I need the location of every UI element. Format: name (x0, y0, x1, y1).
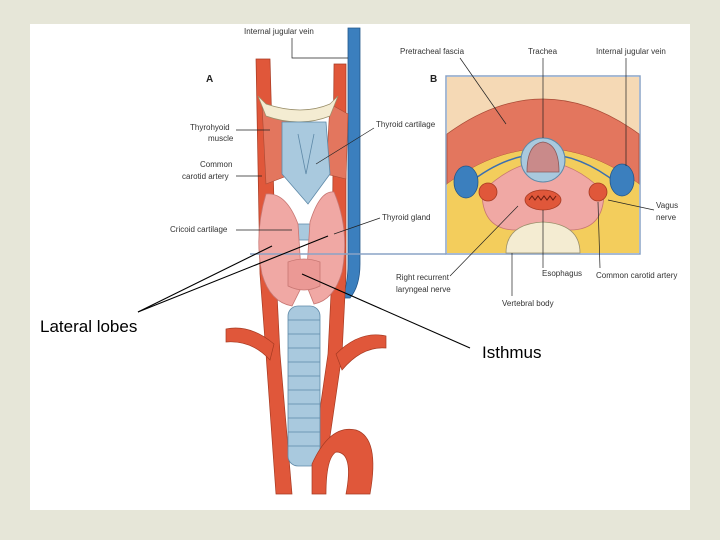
label-internal-jugular-vein-b: Internal jugular vein (596, 47, 666, 56)
panel-a-illustration (225, 27, 387, 495)
panel-a-label: A (206, 74, 213, 85)
label-common-carotid-2: carotid artery (182, 172, 229, 181)
hyoid-bone (257, 95, 339, 123)
subclavian-artery-left (335, 334, 387, 371)
thyroid-cartilage (281, 121, 331, 205)
leader-isthmus (301, 273, 471, 349)
subclavian-artery-right (225, 327, 275, 361)
label-thyroid-cartilage: Thyroid cartilage (376, 120, 436, 129)
common-carotid-right-section (478, 182, 498, 202)
leader-right-recurrent (449, 205, 519, 277)
label-esophagus: Esophagus (542, 269, 582, 278)
label-vagus-2: nerve (656, 213, 677, 222)
label-internal-jugular-vein-a: Internal jugular vein (244, 27, 314, 36)
leader-vagus (607, 199, 655, 211)
label-vagus-1: Vagus (656, 201, 678, 210)
thyroid-cartilage-notch (297, 133, 315, 175)
label-thyrohyoid-1: Thyrohyoid (190, 123, 230, 132)
aortic-arch (311, 428, 374, 495)
label-right-recurrent-1: Right recurrent (396, 273, 450, 282)
internal-jugular-vein-left-section (609, 163, 635, 197)
slide: A Internal jugular vein Thyrohyoid muscl… (30, 24, 690, 510)
label-lateral-lobes: Lateral lobes (40, 317, 137, 336)
label-cricoid-cartilage: Cricoid cartilage (170, 225, 228, 234)
leader-internal-jugular-vein-a (291, 38, 348, 59)
panel-b-label: B (430, 74, 437, 85)
label-common-carotid-artery-b: Common carotid artery (596, 271, 677, 280)
leader-pretracheal-fascia (459, 57, 507, 125)
leader-lateral-lobes-left (137, 235, 329, 313)
leader-thyroid-gland (333, 217, 381, 235)
esophagus-mucosa (528, 195, 557, 201)
internal-jugular-vein-right-section (453, 165, 479, 199)
label-right-recurrent-2: laryngeal nerve (396, 285, 451, 294)
label-thyrohyoid-2: muscle (208, 134, 234, 143)
leader-common-carotid-b (597, 201, 601, 269)
label-common-carotid-1: Common (200, 160, 232, 169)
label-thyroid-gland: Thyroid gland (382, 213, 430, 222)
label-trachea: Trachea (528, 47, 558, 56)
common-carotid-left-section (588, 182, 608, 202)
trachea-rings (287, 305, 321, 467)
esophagus-section (524, 189, 562, 211)
label-isthmus: Isthmus (482, 343, 542, 362)
leader-thyroid-cartilage (315, 127, 375, 165)
leader-lateral-lobes-right (137, 245, 273, 313)
thyroid-anatomy-figure: A Internal jugular vein Thyrohyoid muscl… (40, 27, 678, 495)
internal-jugular-vein (341, 27, 361, 299)
label-pretracheal-fascia: Pretracheal fascia (400, 47, 465, 56)
label-vertebral-body: Vertebral body (502, 299, 554, 308)
trachea-lumen (526, 141, 560, 173)
